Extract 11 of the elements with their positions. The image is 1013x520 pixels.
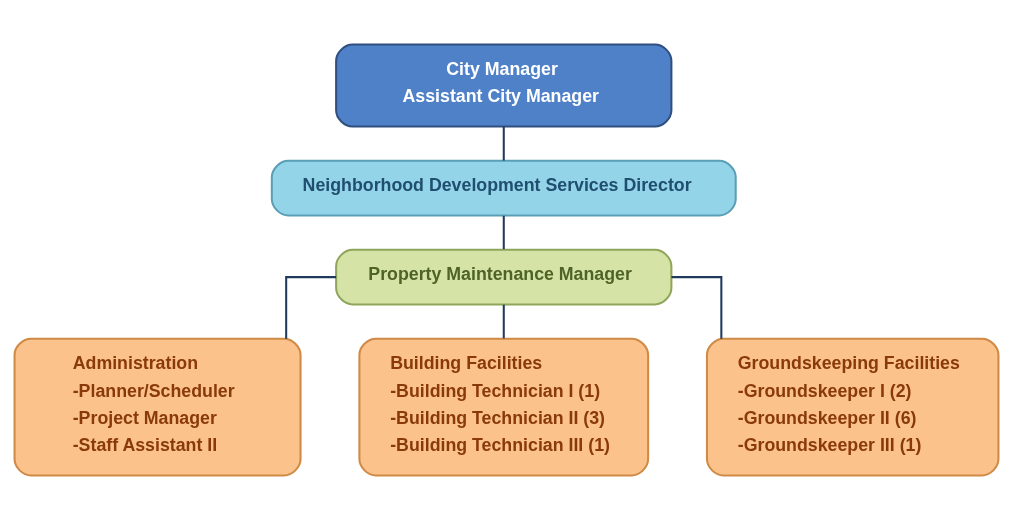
connector xyxy=(285,276,337,339)
node-box: Administration -Planner/Scheduler -Project Manager -Staff Assistant II xyxy=(13,337,302,477)
connector xyxy=(502,304,505,339)
node-box: Building Facilities -Building Technician I (1) -Building Technician II (3) -Building Technician III (1) xyxy=(358,337,650,477)
connector xyxy=(502,215,505,250)
connector xyxy=(502,126,505,161)
connector xyxy=(671,276,723,339)
node-box: Neighborhood Development Services Director xyxy=(270,159,737,217)
node-box: City Manager Assistant City Manager xyxy=(335,43,673,128)
node-box: Groundskeeping Facilities -Groundskeeper I (2) -Groundskeeper II (6) -Groundskeeper III (1) xyxy=(705,337,1000,477)
node-box: Property Maintenance Manager xyxy=(335,248,673,306)
